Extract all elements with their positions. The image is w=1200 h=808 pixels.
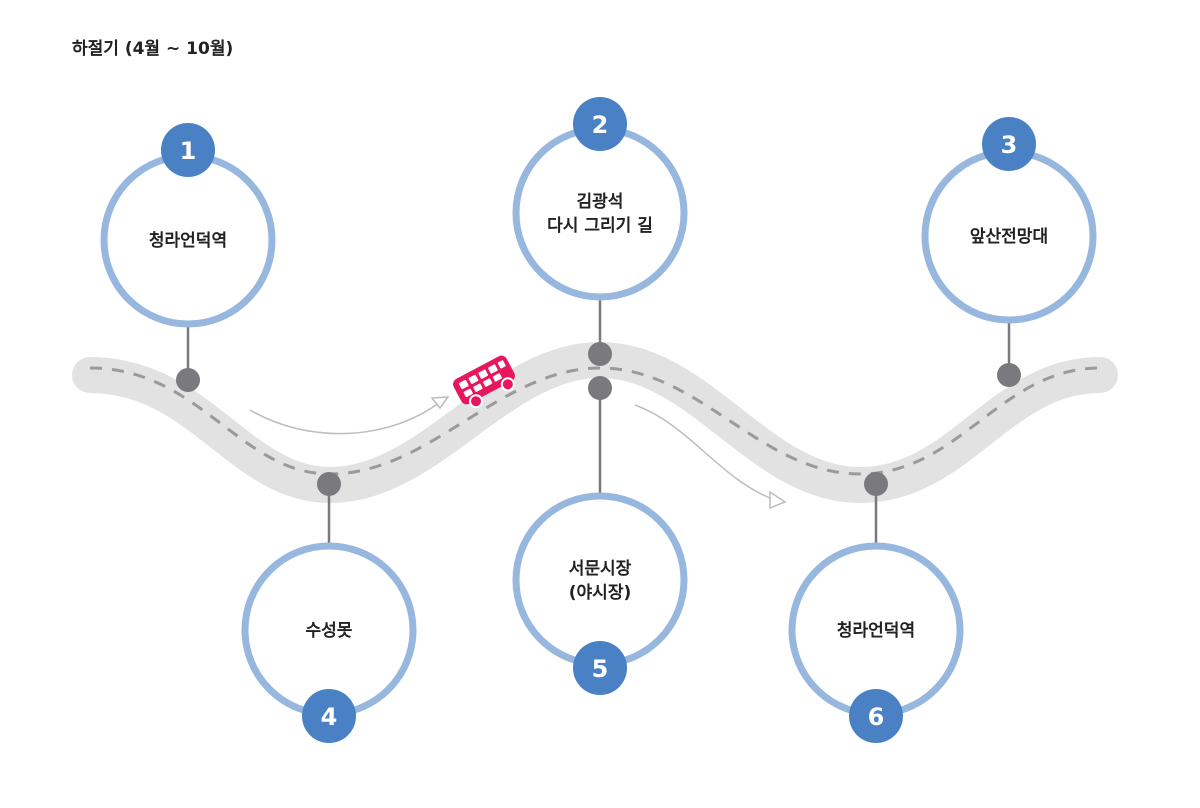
stop-ring bbox=[512, 492, 688, 668]
stop-number: 5 bbox=[592, 655, 609, 683]
stop-number-badge bbox=[302, 689, 356, 743]
route-node bbox=[317, 472, 341, 496]
stop-5: 서문시장 (야시장) 5 bbox=[512, 376, 688, 695]
stop-4: 수성못 4 bbox=[241, 472, 417, 743]
route-node bbox=[997, 363, 1021, 387]
route-node bbox=[176, 368, 200, 392]
stop-number-badge bbox=[573, 641, 627, 695]
stop-number: 4 bbox=[321, 703, 338, 731]
stop-label: 청라언덕역 bbox=[837, 620, 915, 641]
route-node bbox=[588, 342, 612, 366]
stop-label: 서문시장 bbox=[569, 559, 632, 579]
stop-3: 앞산전망대 3 bbox=[921, 117, 1097, 387]
stop-label: 다시 그리기 길 bbox=[547, 216, 653, 236]
stop-number: 2 bbox=[592, 111, 609, 139]
direction-arrow-left bbox=[249, 396, 450, 435]
road-center-dashes bbox=[89, 366, 1101, 476]
stop-label: 수성못 bbox=[306, 621, 353, 641]
stop-label: 김광석 bbox=[577, 192, 624, 212]
page-title: 하절기 (4월 ~ 10월) bbox=[72, 39, 234, 59]
bus-icon bbox=[453, 355, 515, 409]
stop-6: 청라언덕역 6 bbox=[788, 472, 964, 743]
stop-ring bbox=[512, 125, 688, 301]
route-node bbox=[588, 376, 612, 400]
stop-label: 청라언덕역 bbox=[149, 230, 227, 251]
stop-number: 6 bbox=[868, 703, 885, 731]
stop-number: 1 bbox=[180, 137, 197, 165]
stop-number-badge bbox=[982, 117, 1036, 171]
stop-number: 3 bbox=[1001, 131, 1018, 159]
stop-number-badge bbox=[161, 123, 215, 177]
direction-arrow-right bbox=[634, 404, 787, 510]
stop-number-badge bbox=[573, 97, 627, 151]
stop-label: (야시장) bbox=[569, 583, 631, 603]
stop-1: 청라언덕역 1 bbox=[100, 123, 276, 392]
stop-label: 앞산전망대 bbox=[970, 227, 1048, 247]
stop-number-badge bbox=[849, 689, 903, 743]
route-node bbox=[864, 472, 888, 496]
